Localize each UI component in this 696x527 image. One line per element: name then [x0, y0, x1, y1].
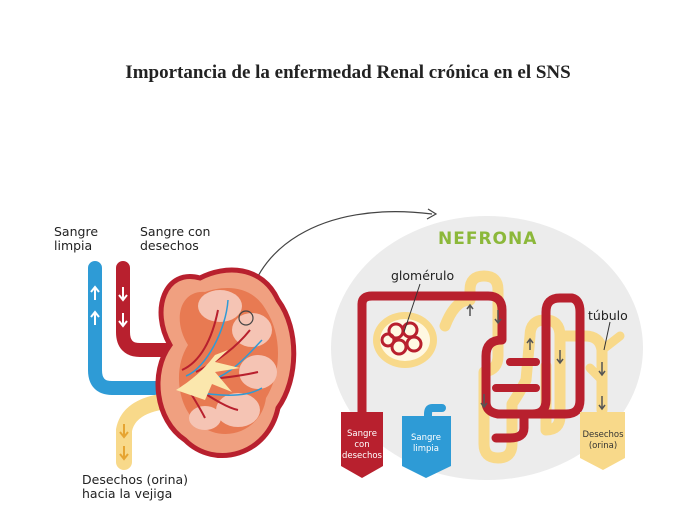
- glomerulus: [373, 312, 437, 368]
- clean-blood-arrows: [90, 285, 100, 325]
- label-clean-blood-1: Sangre: [54, 224, 98, 239]
- kidney: [155, 267, 297, 458]
- nephron-blood-vessels: [357, 291, 585, 443]
- connector-arrowhead: [426, 208, 438, 220]
- box-clean-label-2: limpia: [413, 444, 439, 454]
- box-dirty-label-1: Sangre: [347, 429, 377, 439]
- label-tubule: túbulo: [588, 308, 628, 323]
- box-clean-blood: [402, 416, 451, 478]
- urine-arrows: [119, 424, 129, 461]
- box-urine-label-1: Desechos: [582, 430, 624, 440]
- box-urine-label-2: (orina): [589, 441, 617, 451]
- nephron-flow-arrows: [466, 303, 606, 411]
- glomerulus-pointer: [403, 283, 421, 333]
- box-urine: [580, 412, 625, 470]
- tubule-pointer: [603, 321, 611, 351]
- zoom-circle: [238, 310, 254, 326]
- label-urine-2: hacia la vejiga: [82, 486, 172, 501]
- dirty-blood-vessel: [116, 261, 195, 357]
- label-clean-blood-2: limpia: [54, 238, 92, 253]
- box-dirty-label-2: con: [354, 440, 369, 450]
- nephron-heading: NEFRONA: [438, 229, 537, 249]
- label-dirty-blood-1: Sangre con: [140, 224, 210, 239]
- label-dirty-blood-2: desechos: [140, 238, 199, 253]
- box-clean-label-1: Sangre: [411, 433, 441, 443]
- page-title: Importancia de la enfermedad Renal cróni…: [125, 62, 571, 83]
- label-glomerulus: glomérulo: [391, 268, 454, 283]
- box-dirty-blood: [341, 412, 383, 478]
- clean-blood-vessel: [88, 261, 189, 395]
- box-dirty-label-3: desechos: [342, 451, 383, 461]
- dirty-blood-arrows: [118, 287, 128, 328]
- label-urine-1: Desechos (orina): [82, 472, 188, 487]
